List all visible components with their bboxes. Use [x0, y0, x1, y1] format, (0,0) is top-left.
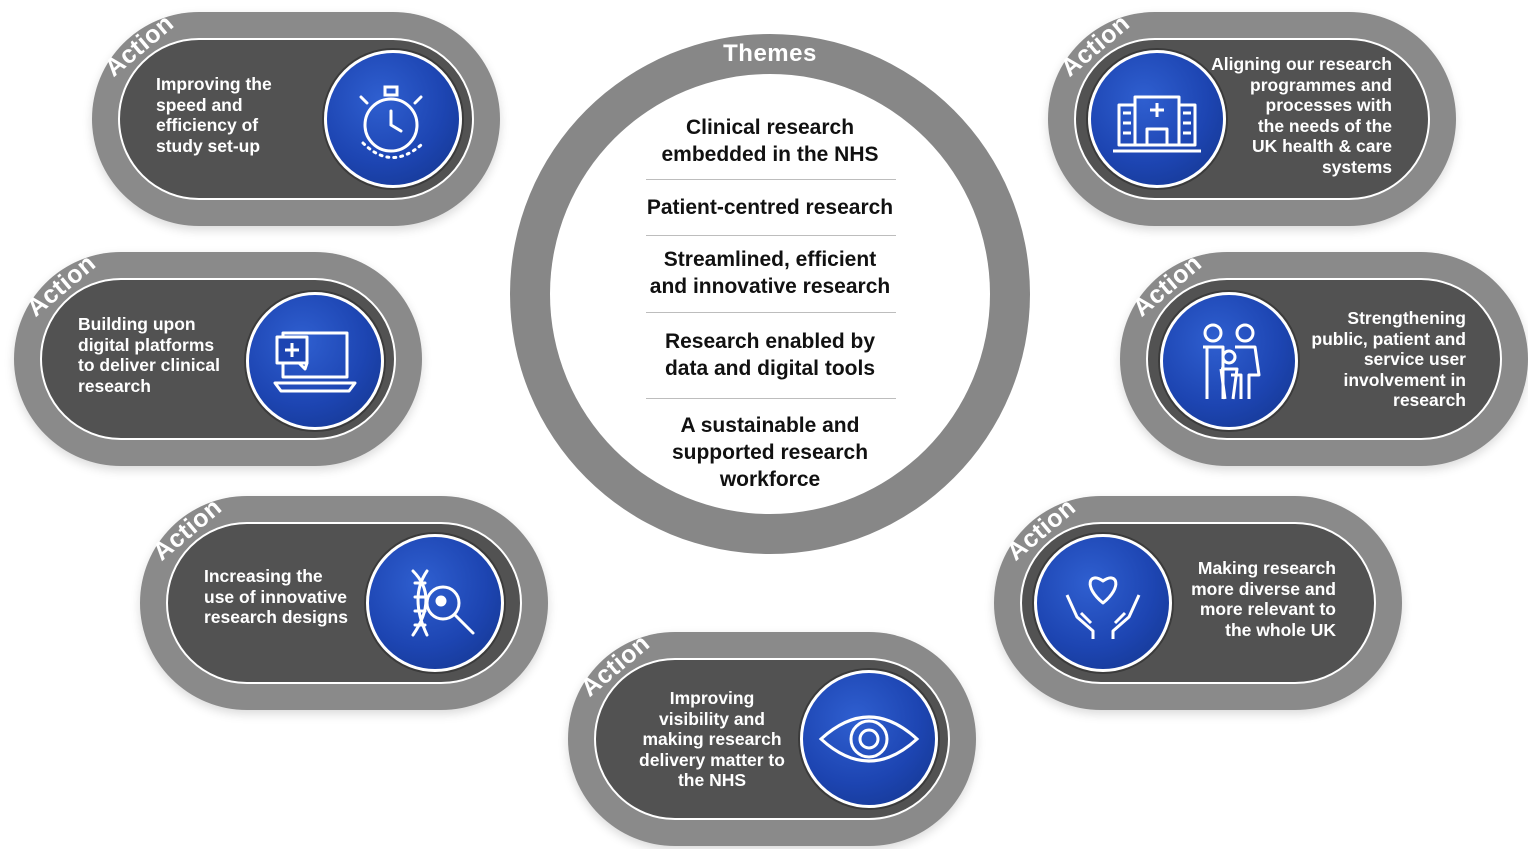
themes-list: Clinical research embedded in the NHS Pa… [550, 74, 990, 514]
action-card-digital-platforms: Action Building upon digital platforms t… [14, 249, 422, 466]
action-card-diverse-research: Action Making research more diverse and … [994, 493, 1402, 710]
action-text: Improving visibility and making research… [639, 688, 785, 790]
action-text: Increasing the use of innovative researc… [204, 566, 348, 627]
theme-divider [646, 179, 896, 180]
theme-divider [646, 398, 896, 399]
action-card-visibility: Action Improving visibility and making r… [568, 629, 976, 846]
action-card-public-involvement: Action Strengthening public, patient and… [1120, 249, 1528, 466]
themes-circle: Themes Clinical research embedded in the… [510, 34, 1030, 554]
stopwatch-icon [324, 50, 462, 188]
hospital-icon [1088, 50, 1226, 188]
action-card-setup: Action Improving the speed and efficienc… [92, 9, 500, 226]
theme-divider [646, 235, 896, 236]
action-text: Improving the speed and efficiency of st… [156, 74, 272, 156]
action-card-aligning-programmes: Action Aligning our research programmes … [1048, 9, 1456, 226]
action-text: Aligning our research programmes and pro… [1211, 54, 1392, 177]
theme-item: Patient-centred research [646, 196, 894, 219]
action-card-innovative-designs: Action Increasing the use of innovative … [140, 493, 548, 710]
theme-item: A sustainable and supported research wor… [671, 414, 869, 491]
hands-heart-icon [1034, 534, 1172, 672]
eye-icon [800, 670, 938, 808]
action-text: Strengthening public, patient and servic… [1311, 308, 1466, 410]
theme-item: Streamlined, efficient and innovative re… [649, 248, 891, 298]
dna-magnifier-icon [366, 534, 504, 672]
theme-item: Clinical research embedded in the NHS [661, 116, 879, 166]
theme-divider [646, 312, 896, 313]
action-text: Building upon digital platforms to deliv… [78, 314, 220, 396]
theme-item: Research enabled by data and digital too… [664, 330, 876, 380]
themes-title: Themes [723, 40, 817, 67]
family-icon [1160, 292, 1298, 430]
action-text: Making research more diverse and more re… [1191, 558, 1336, 640]
laptop-medical-icon [246, 292, 384, 430]
